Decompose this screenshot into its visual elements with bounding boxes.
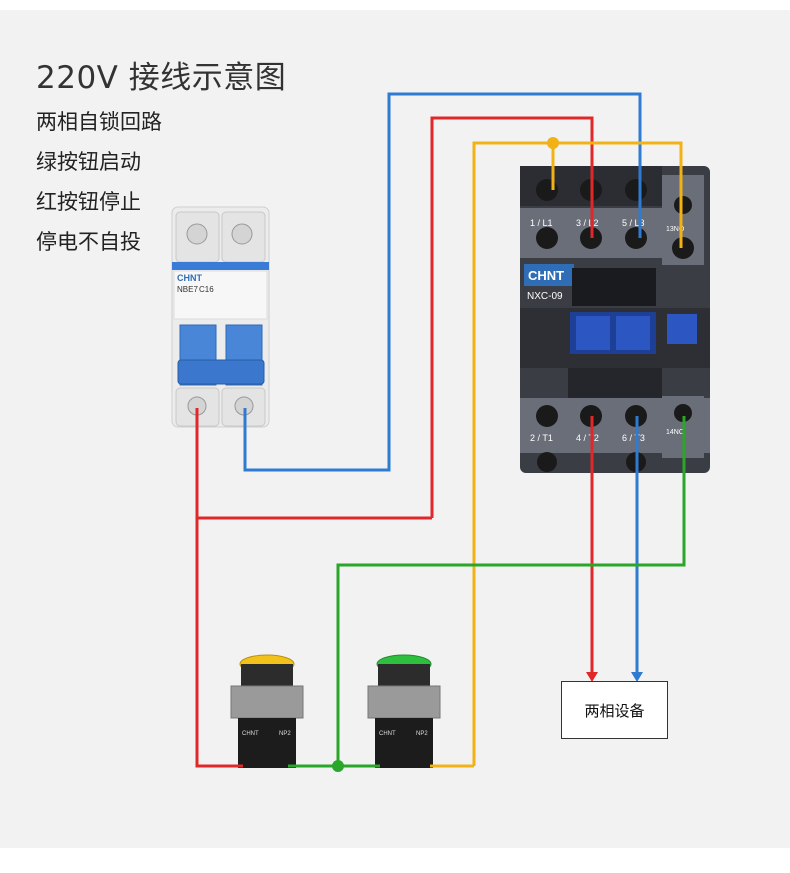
breaker-model-text: NBE7 bbox=[177, 285, 198, 294]
contactor-model-text: NXC-09 bbox=[527, 291, 563, 302]
breaker-toggle-lever[interactable] bbox=[177, 359, 265, 385]
yellow-button-model: NP2 bbox=[279, 731, 291, 737]
junction-dot-green bbox=[332, 760, 344, 772]
terminal-label-13NO: 13NO bbox=[666, 226, 685, 233]
terminal-label-L1: 1 / L1 bbox=[530, 218, 553, 228]
green-button-model: NP2 bbox=[416, 731, 428, 737]
green-push-button[interactable]: CHNT NP2 bbox=[367, 654, 441, 768]
arrow-red-icon bbox=[586, 672, 598, 682]
terminal-label-14NO: 14NO bbox=[666, 429, 685, 436]
arrow-blue-icon bbox=[631, 672, 643, 682]
wire-yellow-coil bbox=[472, 141, 683, 766]
two-phase-load-box: 两相设备 bbox=[561, 681, 668, 739]
note-line-4: 停电不自投 bbox=[36, 230, 141, 254]
terminal-label-T2: 4 / T2 bbox=[576, 433, 599, 443]
diagram-title: 220V 接线示意图 bbox=[36, 60, 287, 96]
junction-dot-yellow bbox=[547, 137, 559, 149]
note-line-2: 绿按钮启动 bbox=[36, 150, 141, 174]
yellow-button-brand: CHNT bbox=[242, 731, 259, 737]
terminal-label-T1: 2 / T1 bbox=[530, 433, 553, 443]
wire-blue-supply bbox=[243, 92, 642, 472]
note-line-3: 红按钮停止 bbox=[36, 190, 141, 214]
yellow-push-button[interactable]: CHNT NP2 bbox=[230, 654, 304, 768]
contactor-brand-text: CHNT bbox=[528, 268, 564, 283]
note-line-1: 两相自锁回路 bbox=[36, 110, 162, 134]
wire-red-stop bbox=[195, 408, 243, 768]
green-button-brand: CHNT bbox=[379, 731, 396, 737]
breaker-rating-text: C16 bbox=[199, 285, 214, 294]
terminal-label-L3: 5 / L3 bbox=[622, 218, 645, 228]
terminal-label-L2: 3 / L2 bbox=[576, 218, 599, 228]
contactor: 1 / L1 3 / L2 5 / L3 13NO CHNT NXC-09 2 … bbox=[520, 166, 710, 473]
breaker-brand-text: CHNT bbox=[177, 273, 202, 283]
wire-green-hold bbox=[336, 416, 686, 766]
wire-red-supply bbox=[430, 116, 594, 518]
load-label: 两相设备 bbox=[584, 701, 645, 720]
circuit-breaker: CHNT NBE7 C16 bbox=[171, 206, 270, 428]
terminal-label-T3: 6 / T3 bbox=[622, 433, 645, 443]
